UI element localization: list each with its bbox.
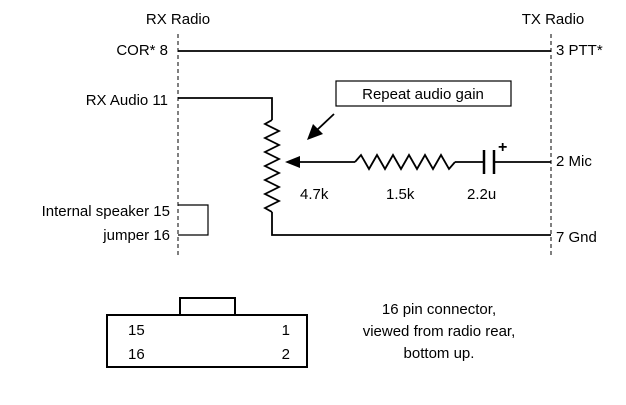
- potentiometer-resistor: [262, 119, 282, 213]
- connector-pin-15: 15: [128, 322, 145, 339]
- speaker-jumper-wire: [178, 204, 209, 236]
- callout-arrow-head: [307, 124, 323, 140]
- tx-radio-title: TX Radio: [522, 11, 585, 28]
- capacitor-polarity-mark: +: [498, 139, 507, 156]
- ground-wire: [271, 212, 551, 236]
- resistor-value-label: 1.5k: [386, 186, 415, 203]
- connector-caption-line-3: bottom up.: [404, 345, 475, 362]
- connector-pin-2: 2: [282, 346, 290, 363]
- connector-caption-line-1: 16 pin connector,: [382, 301, 496, 318]
- pot-wiper-arrow: [285, 156, 300, 168]
- pin-label-ptt: 3 PTT*: [556, 42, 603, 59]
- pin-label-cor: COR* 8: [116, 42, 168, 59]
- connector-pin-16: 16: [128, 346, 145, 363]
- capacitor-value-label: 2.2u: [467, 186, 496, 203]
- pot-callout-text: Repeat audio gain: [362, 86, 484, 103]
- rx-radio-title: RX Radio: [146, 11, 210, 28]
- pot-callout-box: [335, 80, 512, 107]
- callout-arrow-shaft: [316, 113, 335, 131]
- resistor-1k5: [354, 153, 456, 171]
- pot-value-label: 4.7k: [300, 186, 329, 203]
- connector-pin-1: 1: [282, 322, 290, 339]
- pin-label-jumper: jumper 16: [102, 227, 170, 244]
- pin-label-mic: 2 Mic: [556, 153, 592, 170]
- connector-caption-line-2: viewed from radio rear,: [363, 323, 516, 340]
- connector-body: [106, 314, 308, 368]
- connector-key-tab: [179, 297, 236, 316]
- pin-label-gnd: 7 Gnd: [556, 229, 597, 246]
- pin-label-speaker: Internal speaker 15: [42, 203, 170, 220]
- rx-audio-wire: [178, 97, 273, 120]
- pin-label-rx-audio: RX Audio 11: [86, 92, 168, 109]
